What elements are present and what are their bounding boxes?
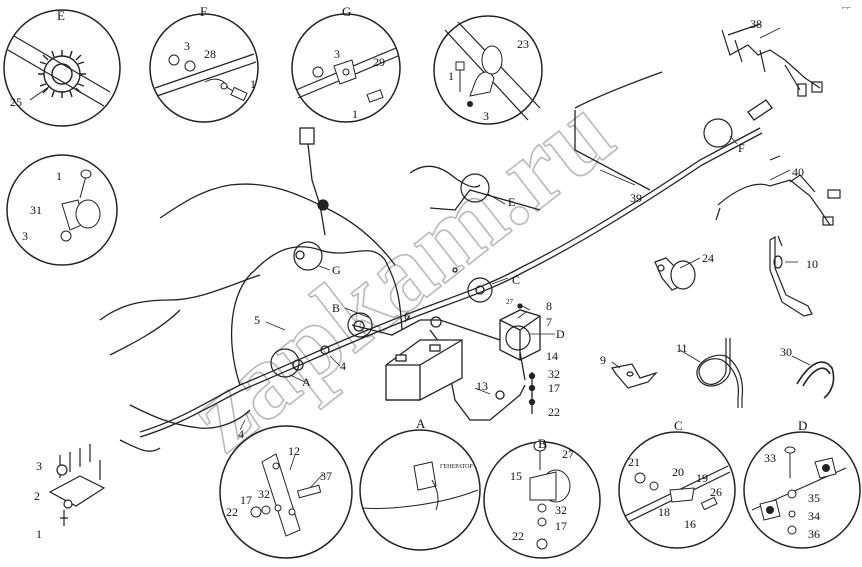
callout-part-D-33: 33: [764, 451, 776, 465]
callout-part-B-32: 32: [555, 503, 567, 517]
callout-F: [149, 13, 259, 123]
callout-part-G-1: 1: [352, 107, 358, 121]
part-30: [796, 361, 835, 399]
callout-part-G-29: 29: [373, 55, 385, 69]
callout-part-H-3: 3: [483, 109, 489, 123]
part-label-38: 38: [750, 17, 762, 31]
callout-part-B-22: 22: [512, 529, 524, 543]
battery: [385, 339, 463, 401]
callout-part-C-18: 18: [658, 505, 670, 519]
callout-letter-E: E: [57, 8, 65, 23]
callout-E: [3, 9, 121, 127]
callout-letter-A: A: [416, 416, 426, 431]
harness-letter-E: E: [508, 195, 515, 209]
callout-part-F-3: 3: [184, 39, 190, 53]
callout-part-H-23: 23: [517, 37, 529, 51]
watermark: zapkam.ru: [166, 71, 636, 475]
part-label-30: 30: [780, 345, 792, 359]
relay-box: [499, 303, 541, 414]
harness-letter-F: F: [738, 141, 745, 155]
part-label-10: 10: [806, 257, 818, 271]
corner-mark: ⌐⌐: [842, 3, 852, 12]
callout-31: [6, 154, 118, 266]
part-label-40: 40: [792, 165, 804, 179]
callout-D: [743, 431, 861, 549]
callout-part-F-28: 28: [204, 47, 216, 61]
callout-part-J-32: 32: [258, 487, 270, 501]
callout-part-J-17: 17: [240, 493, 252, 507]
callout-part-C-16: 16: [684, 517, 696, 531]
part-2-bracket: [48, 444, 106, 526]
part-38-harness: [721, 23, 823, 97]
callout-part-D-35: 35: [808, 491, 820, 505]
harness-detail-circles: [270, 118, 733, 378]
harness-letter-G: G: [332, 263, 341, 277]
part-label-17: 17: [548, 381, 560, 395]
watermark-text: zapkam.ru: [167, 72, 635, 474]
part-9: [611, 363, 658, 389]
callout-letter-C: C: [674, 418, 683, 433]
part-label-3: 3: [36, 459, 42, 473]
callout-A: ГЕНЕРАТОР: [359, 429, 481, 551]
part-label-24: 24: [702, 251, 714, 265]
part-label-6: 6: [404, 309, 410, 323]
callout-part-B-27: 27: [562, 447, 574, 461]
callout-part-D-34: 34: [808, 509, 820, 523]
part-label-5: 5: [254, 313, 260, 327]
callout-part-H-1: 1: [448, 69, 454, 83]
callout-12: [219, 425, 353, 559]
part-label-9: 9: [600, 353, 606, 367]
part-label-11: 11: [676, 341, 688, 355]
harness-letter-D: D: [556, 327, 565, 341]
callout-23: [433, 15, 543, 125]
callout-part-G-3: 3: [334, 47, 340, 61]
callout-part-B-17: 17: [555, 519, 567, 533]
part-label-7: 7: [546, 315, 552, 329]
harness-letter-C: C: [512, 273, 520, 287]
part-label-13: 13: [476, 379, 488, 393]
callout-part-J-37: 37: [320, 469, 332, 483]
part-label-32: 32: [548, 367, 560, 381]
harness-letter-B: B: [332, 301, 340, 315]
callout-part-C-19: 19: [696, 471, 708, 485]
callout-part-E-25: 25: [10, 95, 22, 109]
callout-part-C-20: 20: [672, 465, 684, 479]
part-label-4: 4: [238, 427, 244, 441]
callout-letter-F: F: [200, 4, 207, 19]
callout-letter-B: B: [538, 436, 547, 451]
callout-part-F-1: 1: [250, 77, 256, 91]
part-label-22: 22: [548, 405, 560, 419]
harness-letter-A: A: [302, 375, 311, 389]
callout-C: [618, 431, 736, 549]
part-11: [696, 338, 744, 408]
callout-letter-G: G: [342, 4, 351, 19]
callout-G: [291, 13, 401, 123]
part-label-39: 39: [630, 191, 642, 205]
callout-letter-D: D: [798, 418, 807, 433]
part-label-27: 27: [506, 298, 514, 306]
part-24: [654, 257, 696, 291]
part-label-2: 2: [34, 489, 40, 503]
callout-B: [483, 440, 601, 559]
callout-part-J-12: 12: [288, 444, 300, 458]
part-40-harness: [715, 155, 841, 226]
part-label-4: 4: [340, 359, 346, 373]
part-label-14: 14: [546, 349, 558, 363]
part-10: [769, 235, 813, 317]
callout-part-B-15: 15: [510, 469, 522, 483]
callout-part-I-3: 3: [22, 229, 28, 243]
part-label-1: 1: [36, 527, 42, 541]
callout-part-I-1: 1: [56, 169, 62, 183]
leader-lines: [239, 27, 811, 489]
callout-part-D-36: 36: [808, 527, 820, 541]
callout-part-C-26: 26: [710, 485, 722, 499]
callout-part-I-31: 31: [30, 203, 42, 217]
part-label-8: 8: [546, 299, 552, 313]
callout-part-J-22: 22: [226, 505, 238, 519]
callout-part-C-21: 21: [628, 455, 640, 469]
box-caption: ГЕНЕРАТОР: [440, 464, 473, 470]
